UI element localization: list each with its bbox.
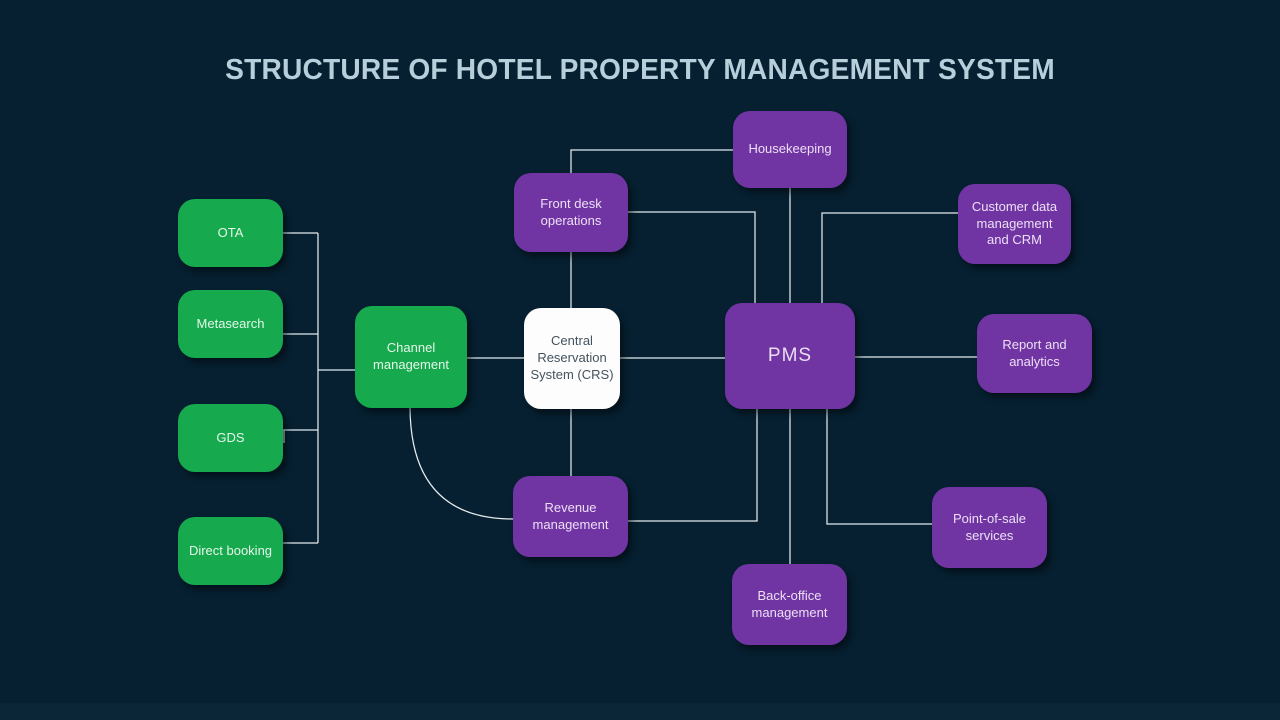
node-label: Direct booking [188,542,273,558]
node-revenue-management: Revenue management [513,476,628,557]
connector-frontdesk-pms [628,211,756,303]
node-label: OTA [217,224,244,240]
node-report-analytics: Report and analytics [977,314,1092,393]
node-label: GDS [216,429,245,445]
node-label: Front desk operations [540,195,602,228]
node-label: Central Reservation System (CRS) [530,333,614,382]
node-label: Customer data management and CRM [971,198,1058,248]
node-pos-services: Point-of-sale services [932,487,1047,568]
connector-pms-revenue [628,409,758,522]
connector-gds-bus [283,429,318,443]
node-ota: OTA [178,199,283,267]
node-label: Channel management [373,340,449,372]
bottom-strip [0,703,1280,720]
node-gds: GDS [178,404,283,472]
node-label: Point-of-sale services [953,510,1026,543]
node-label: Report and analytics [1002,336,1067,369]
node-label: PMS [767,344,813,366]
node-metasearch: Metasearch [178,290,283,358]
node-crs: Central Reservation System (CRS) [524,308,620,409]
page-title: STRUCTURE OF HOTEL PROPERTY MANAGEMENT S… [225,54,1055,86]
node-customer-data-crm: Customer data management and CRM [958,184,1071,264]
connector-customerdata-pms [821,212,958,303]
node-pms: PMS [725,303,855,409]
node-direct-booking: Direct booking [178,517,283,585]
connector-frontdesk-housekeeping [570,149,733,173]
node-front-desk-operations: Front desk operations [514,173,628,252]
connector-pms-pos [826,409,932,525]
node-channel-management: Channel management [355,306,467,408]
node-back-office-management: Back-office management [732,564,847,645]
node-label: Revenue management [532,499,609,532]
connector-channel-revenue-curve [409,407,514,520]
node-label: Metasearch [196,315,265,331]
node-label: Housekeeping [748,141,832,157]
node-housekeeping: Housekeeping [733,111,847,188]
node-label: Back-office management [751,587,828,620]
